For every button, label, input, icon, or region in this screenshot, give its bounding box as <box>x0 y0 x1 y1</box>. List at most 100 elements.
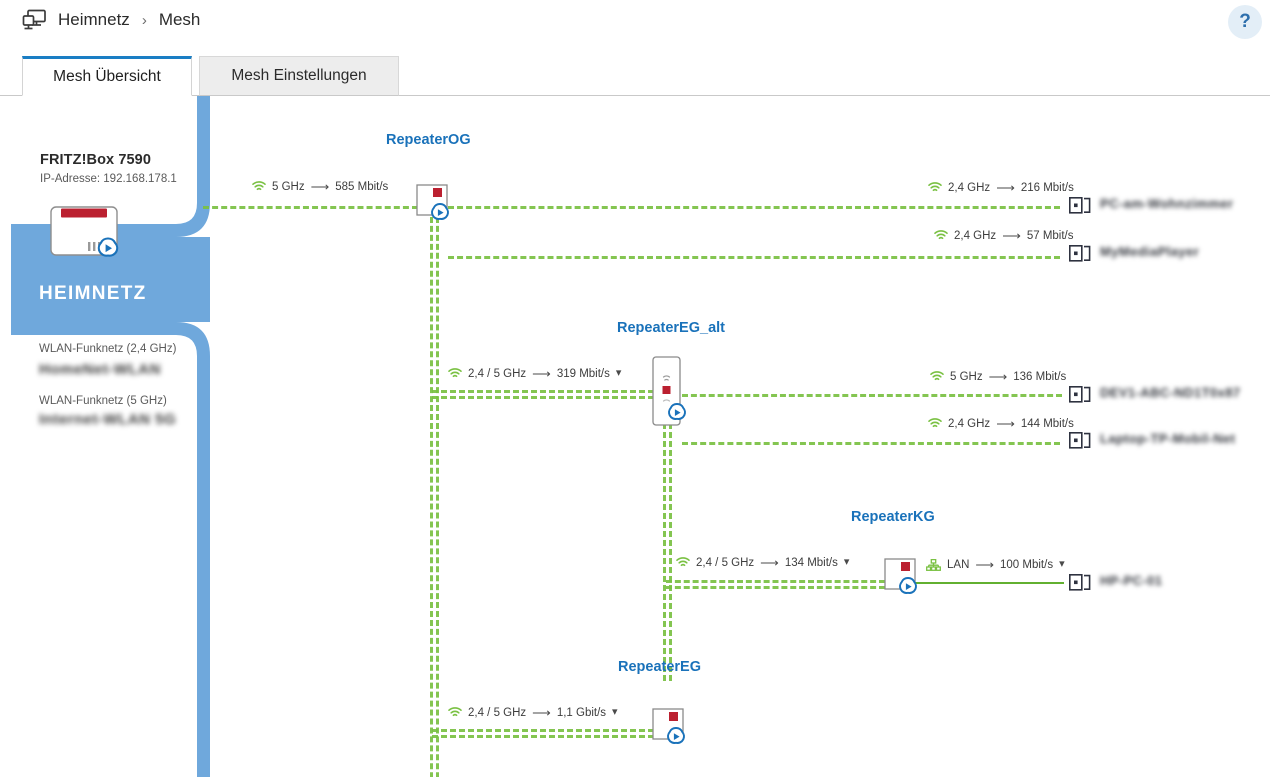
chevron-down-icon[interactable]: ▾ <box>843 556 850 568</box>
uplink-band-repeatereg: 2,4 / 5 GHz <box>468 706 527 719</box>
client-link-label-og-2: 2,4 GHz ⟶ 57 Mbit/s <box>934 229 1074 242</box>
page-header: Heimnetz › Mesh ? <box>0 0 1270 47</box>
device-icon-repeateregalt[interactable] <box>652 356 692 428</box>
tab-mesh-einstellungen[interactable]: Mesh Einstellungen <box>199 56 399 96</box>
arrow-icon: ⟶ <box>760 555 779 570</box>
client-name-egalt-2: Laptop-TP-Mobil-Net <box>1100 431 1236 446</box>
wlan-24-caption: WLAN-Funknetz (2,4 GHz) <box>39 343 177 355</box>
home-network-label: HEIMNETZ <box>39 283 147 304</box>
client-name-egalt-1: DEV1-ABC-ND1T0x87 <box>1100 385 1241 400</box>
breadcrumb-current: Mesh <box>158 10 201 29</box>
pc-icon <box>1069 385 1091 403</box>
link-line-og-client-2 <box>448 256 1060 259</box>
fritzbox-device-icon[interactable] <box>50 206 125 262</box>
link-line-router-to-og <box>203 206 418 209</box>
chevron-down-icon[interactable]: ▾ <box>1059 558 1065 570</box>
client-rate-og-2: 57 Mbit/s <box>1026 229 1074 242</box>
arrow-icon: ⟶ <box>996 180 1015 195</box>
uplink-rate-repeaterkg: 134 Mbit/s <box>784 556 838 569</box>
breadcrumb: Heimnetz › Mesh <box>22 8 200 32</box>
device-icon-repeaterog[interactable] <box>416 184 452 228</box>
client-name-kg-1: HP-PC-01 <box>1100 573 1163 588</box>
mesh-logo-icon <box>667 727 685 744</box>
wlan-24-ssid: HomeNet-WLAN <box>39 361 161 378</box>
uplink-rate-repeatereg: 1,1 Gbit/s <box>556 706 607 719</box>
client-row-egalt-1[interactable]: DEV1-ABC-ND1T0x87 <box>1069 385 1240 403</box>
device-icon-repeatereg[interactable] <box>652 708 688 752</box>
wlan-5-caption: WLAN-Funknetz (5 GHz) <box>39 395 167 407</box>
client-rate-og-1: 216 Mbit/s <box>1020 181 1074 194</box>
client-band-kg-1: LAN <box>947 558 970 571</box>
arrow-icon: ⟶ <box>532 705 551 720</box>
node-title-repeaterkg: RepeaterKG <box>851 509 935 525</box>
pc-icon <box>1069 431 1091 449</box>
wifi-icon <box>930 371 944 382</box>
home-network-band <box>11 96 210 777</box>
arrow-icon: ⟶ <box>532 366 551 381</box>
client-row-og-1[interactable]: PC-am-Wohnzimmer <box>1069 196 1233 214</box>
mesh-diagram: FRITZ!Box 7590 IP-Adresse: 192.168.178.1… <box>0 96 1270 777</box>
link-spine-left-a <box>430 208 433 777</box>
wifi-icon <box>928 418 942 429</box>
wifi-icon <box>252 181 266 192</box>
arrow-icon: ⟶ <box>1002 228 1021 243</box>
client-band-egalt-2: 2,4 GHz <box>948 417 991 430</box>
uplink-band-repeaterog: 5 GHz <box>272 180 305 193</box>
uplink-band-repeateregalt: 2,4 / 5 GHz <box>468 367 527 380</box>
link-line-to-egalt-b <box>432 396 654 399</box>
uplink-label-repeateregalt: 2,4 / 5 GHz ⟶ 319 Mbit/s ▾ <box>448 367 621 380</box>
client-link-label-og-1: 2,4 GHz ⟶ 216 Mbit/s <box>928 181 1074 194</box>
link-spine-left-b <box>436 208 439 777</box>
tab-bar: Mesh Übersicht Mesh Einstellungen <box>0 56 1270 96</box>
client-row-kg-1[interactable]: HP-PC-01 <box>1069 573 1162 591</box>
pc-icon <box>1069 573 1091 591</box>
home-device-name: FRITZ!Box 7590 <box>40 152 151 168</box>
arrow-icon: ⟶ <box>975 557 995 572</box>
network-monitor-icon <box>22 8 48 32</box>
wifi-icon <box>448 368 462 379</box>
link-spine-egalt-a <box>663 396 666 681</box>
client-row-egalt-2[interactable]: Laptop-TP-Mobil-Net <box>1069 431 1235 449</box>
pc-icon <box>1069 244 1091 262</box>
arrow-icon: ⟶ <box>988 369 1008 384</box>
tab-underline <box>0 95 1270 96</box>
chevron-down-icon[interactable]: ▾ <box>615 367 622 379</box>
client-link-label-egalt-2: 2,4 GHz ⟶ 144 Mbit/s <box>928 417 1074 430</box>
help-button[interactable]: ? <box>1228 5 1262 39</box>
wifi-icon <box>448 707 462 718</box>
client-link-label-egalt-1: 5 GHz ⟶ 136 Mbit/s <box>930 370 1066 383</box>
chevron-down-icon[interactable]: ▾ <box>612 706 618 718</box>
uplink-label-repeaterkg: 2,4 / 5 GHz ⟶ 134 Mbit/s ▾ <box>676 556 849 569</box>
uplink-band-repeaterkg: 2,4 / 5 GHz <box>696 556 755 569</box>
tab-mesh-uebersicht[interactable]: Mesh Übersicht <box>22 56 192 96</box>
node-title-repeaterog: RepeaterOG <box>386 132 471 148</box>
lan-icon <box>926 558 941 571</box>
wifi-icon <box>928 182 942 193</box>
arrow-icon: ⟶ <box>310 179 330 194</box>
link-line-egalt-client-1 <box>682 394 1062 397</box>
link-line-to-kg-a <box>666 580 885 583</box>
breadcrumb-separator-icon: › <box>141 11 147 29</box>
client-name-og-1: PC-am-Wohnzimmer <box>1100 196 1234 211</box>
client-band-egalt-1: 5 GHz <box>950 370 983 383</box>
client-row-og-2[interactable]: MyMediaPlayer <box>1069 244 1199 262</box>
breadcrumb-root[interactable]: Heimnetz <box>58 10 130 29</box>
uplink-rate-repeaterog: 585 Mbit/s <box>335 180 389 193</box>
client-name-og-2: MyMediaPlayer <box>1100 244 1200 259</box>
uplink-label-repeaterog: 5 GHz ⟶ 585 Mbit/s <box>252 180 388 193</box>
mesh-logo-icon <box>431 203 449 220</box>
mesh-logo-icon <box>899 577 917 594</box>
link-line-to-kg-b <box>666 586 885 589</box>
node-title-repeateregalt: RepeaterEG_alt <box>617 320 725 336</box>
link-spine-egalt-b <box>669 396 672 681</box>
client-band-og-1: 2,4 GHz <box>948 181 991 194</box>
mesh-logo-icon <box>668 403 686 420</box>
client-band-og-2: 2,4 GHz <box>954 229 997 242</box>
uplink-label-repeatereg: 2,4 / 5 GHz ⟶ 1,1 Gbit/s ▾ <box>448 706 618 719</box>
wifi-icon <box>934 230 948 241</box>
wifi-icon <box>676 557 690 568</box>
device-icon-repeaterkg[interactable] <box>884 558 920 602</box>
wlan-5-ssid: Internet-WLAN 5G <box>39 411 177 428</box>
link-line-to-egalt-a <box>432 390 654 393</box>
